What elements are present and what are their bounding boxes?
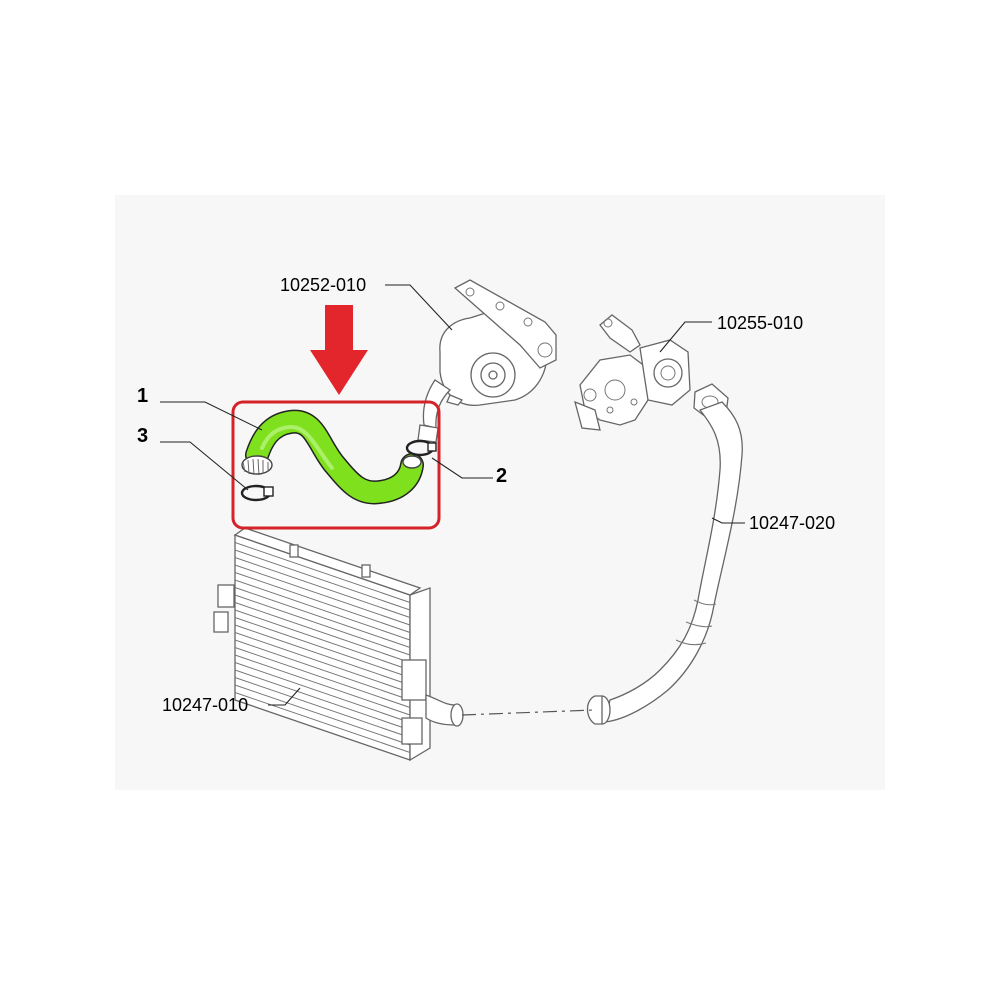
intercooler-fin <box>234 542 411 603</box>
intercooler-fin <box>234 572 411 633</box>
intercooler-fin <box>234 609 411 671</box>
label-outlet-pipe: 10247-020 <box>749 513 835 533</box>
intercooler-fin <box>234 647 411 708</box>
leader-item-1 <box>160 401 263 431</box>
intercooler-fin <box>234 632 411 693</box>
outlet-pipe-drawing <box>586 383 743 725</box>
intercooler-fin <box>234 662 411 723</box>
leader-egr-module <box>659 321 712 353</box>
callout-1: 1 <box>137 385 148 407</box>
intercooler-drawing <box>213 527 464 762</box>
intercooler-fin <box>234 579 411 641</box>
egr-module-drawing <box>574 314 691 431</box>
callout-2: 2 <box>496 465 507 487</box>
intercooler-fin <box>234 692 411 753</box>
connection-dashed-line <box>461 709 595 716</box>
intercooler-fin <box>234 602 411 663</box>
leader-outlet-pipe <box>711 517 745 524</box>
intercooler-fin <box>234 564 411 626</box>
label-intercooler: 10247-010 <box>162 695 248 715</box>
label-egr-module: 10255-010 <box>717 313 803 333</box>
intercooler-fin <box>234 617 411 678</box>
down-arrow-icon <box>310 305 368 395</box>
leader-item-2 <box>431 457 493 479</box>
leader-item-3 <box>160 441 249 491</box>
highlight-box <box>231 400 441 530</box>
leader-intercooler <box>268 687 301 706</box>
hose-clamp-3 <box>240 484 274 502</box>
label-turbocharger: 10252-010 <box>280 275 366 295</box>
intercooler-fin <box>234 624 411 686</box>
hose-clamp-2 <box>405 439 437 457</box>
highlighted-hose <box>241 409 424 505</box>
leader-turbocharger <box>385 284 453 331</box>
intercooler-fin <box>234 594 411 656</box>
intercooler-fin <box>234 549 411 611</box>
turbocharger-drawing <box>417 279 557 443</box>
intercooler-fin <box>234 684 411 746</box>
intercooler-fin <box>234 557 411 618</box>
intercooler-fin <box>234 677 411 738</box>
intercooler-fin <box>234 669 411 731</box>
callout-3: 3 <box>137 425 148 447</box>
intercooler-fin <box>234 639 411 701</box>
intercooler-fin <box>234 587 411 648</box>
intercooler-fin <box>234 654 411 716</box>
